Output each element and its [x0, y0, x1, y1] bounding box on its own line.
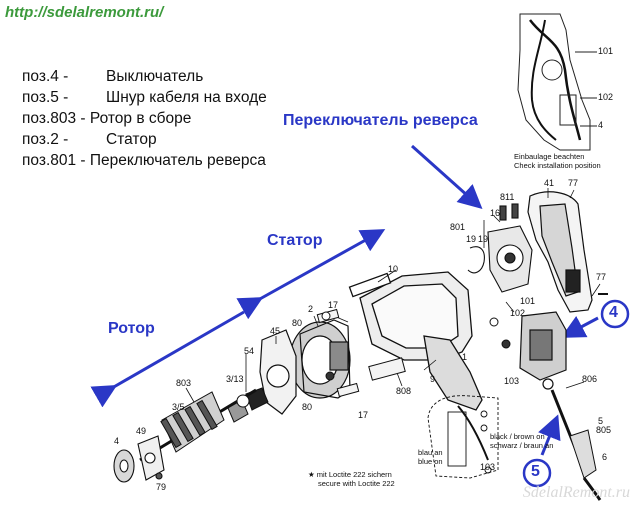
leader-lines: [185, 188, 601, 403]
loctite-note: secure with Loctite 222: [318, 479, 395, 488]
cable-marker-number: 5: [531, 463, 540, 480]
part-label: 41: [544, 178, 555, 188]
fan-baffle: [259, 329, 297, 415]
legend-row: поз.2 - Статор: [22, 129, 267, 150]
part-label: 805: [596, 425, 612, 435]
wiring-note: blue on: [418, 457, 443, 466]
switch-marker-number: 4: [609, 304, 618, 321]
part-label: 101: [520, 296, 536, 306]
legend-row: поз.5 - Шнур кабеля на входе: [22, 87, 267, 108]
stator-arrow: [236, 229, 386, 320]
legend-pos: поз.2 -: [22, 131, 69, 148]
part-label: 77: [596, 272, 607, 282]
trigger-switch: [519, 311, 567, 390]
part-label: 45: [270, 326, 281, 336]
part-label: 16: [490, 208, 501, 218]
small-hardware: [316, 293, 608, 398]
part-label: 80: [292, 318, 303, 328]
wiring-inset: [427, 395, 499, 479]
part-label: 5: [598, 416, 604, 426]
part-label: 19: [478, 234, 489, 244]
wiring-note: schwarz / braun an: [490, 441, 554, 450]
part-label: 3/5: [172, 402, 185, 412]
legend-row: поз.4 - Выключатель: [22, 66, 267, 87]
loctite-note: ★ mit Loctite 222 sichern: [308, 470, 392, 479]
watermark: SdelalRemont.ru: [522, 484, 630, 501]
legend-name: Выключатель: [106, 68, 204, 85]
inset-label: 101: [598, 46, 614, 56]
part-label: 102: [510, 308, 526, 318]
inset-note-de: Einbaulage beachten: [514, 152, 585, 161]
legend-pos: поз.5 -: [22, 89, 69, 106]
part-label: 3/13: [226, 374, 244, 384]
part-label: 808: [396, 386, 412, 396]
legend-name: Ротор в сборе: [89, 110, 192, 127]
motor-housing: [348, 271, 483, 411]
stator-part: [289, 319, 351, 399]
inset-installation-drawing: [517, 13, 597, 151]
wiring-note: blau an: [418, 448, 443, 457]
handle-housing: [527, 191, 593, 313]
reverse-switch-assembly: [467, 203, 533, 293]
part-label: 17: [328, 300, 339, 310]
part-label: 77: [568, 178, 579, 188]
site-url[interactable]: http://sdelalremont.ru/: [5, 4, 164, 21]
part-label: 803: [176, 378, 192, 388]
part-label: 6: [602, 452, 608, 462]
part-label: 103: [504, 376, 520, 386]
rotor-arrow: [90, 310, 245, 408]
legend-pos: поз.4 -: [22, 68, 69, 85]
reverse-switch-callout: Переключатель реверса: [283, 112, 478, 129]
inset-label: 102: [598, 92, 614, 102]
legend-name: Статор: [106, 131, 157, 148]
part-label: 9: [430, 374, 436, 384]
power-cord: [550, 389, 602, 501]
part-label: 54: [244, 346, 255, 356]
inset-label: 4: [598, 120, 604, 130]
rotor-callout: Ротор: [108, 320, 155, 337]
part-label: 103: [480, 462, 496, 472]
cable-arrow: [538, 414, 561, 456]
part-label: 19: [466, 234, 477, 244]
part-label: 1: [462, 352, 468, 362]
part-label: 80: [302, 402, 313, 412]
legend-row: поз.801 - Переключатель реверса: [22, 150, 267, 171]
legend-name: Переключатель реверса: [89, 152, 266, 169]
legend-row: поз.803 - Ротор в сборе: [22, 108, 267, 129]
front-bearing-parts: [113, 435, 165, 483]
inset-note-en: Check installation position: [514, 161, 601, 170]
part-label: 10: [388, 264, 399, 274]
part-label: 49: [136, 426, 147, 436]
part-label: 4: [114, 436, 120, 446]
switch-arrow: [560, 315, 599, 338]
part-label: 801: [450, 222, 466, 232]
part-label: 811: [500, 192, 515, 202]
part-label: 2: [308, 304, 314, 314]
part-label: 17: [358, 410, 369, 420]
legend-pos: поз.803 -: [22, 110, 86, 127]
parts-legend: поз.4 - Выключатель поз.5 - Шнур кабеля на…: [22, 66, 267, 171]
legend-pos: поз.801 -: [22, 152, 86, 169]
wiring-note: black / brown on: [490, 432, 545, 441]
reverse-arrow: [411, 144, 483, 209]
legend-name: Шнур кабеля на входе: [106, 89, 267, 106]
part-label: 806: [582, 374, 598, 384]
part-label: 79: [156, 482, 167, 492]
